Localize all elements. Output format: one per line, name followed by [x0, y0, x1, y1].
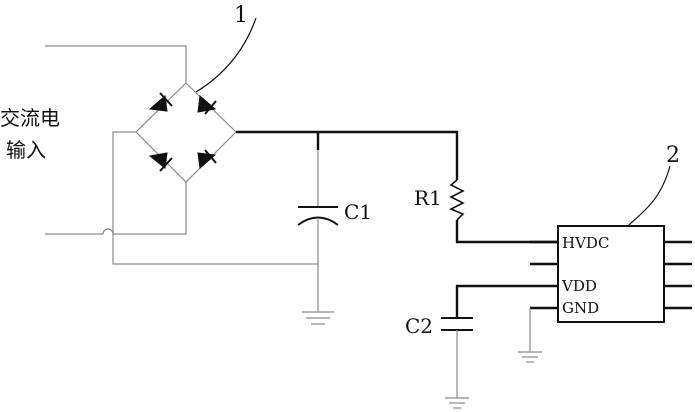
dc-positive-rail: [236, 130, 459, 180]
capacitor-c1: [297, 150, 339, 312]
diode-top-left-icon: [148, 92, 173, 112]
r1-label: R1: [414, 186, 442, 210]
diode-top-right-icon: [197, 95, 217, 115]
ac-input-wires: [45, 45, 187, 235]
pin-label-gnd: GND: [562, 299, 599, 317]
c2-label: C2: [405, 314, 433, 338]
rectifier-bridge: [135, 82, 237, 183]
diode-bottom-right-icon: [197, 149, 217, 169]
ground-return-wire: [112, 131, 318, 265]
ground-chip-icon: [518, 351, 542, 363]
capacitor-c2: [441, 317, 473, 398]
bridge-leader-line: [195, 17, 257, 93]
chip-leader-line: [627, 165, 671, 227]
chip-ic-body: [557, 225, 665, 323]
diode-bottom-left-icon: [148, 152, 173, 172]
ground-c1-icon: [302, 311, 334, 325]
hvdc-wire: [455, 220, 558, 244]
chip-ref-label: 2: [666, 143, 680, 168]
ac-input-label-line2: 输入: [6, 138, 46, 162]
pin-label-vdd: VDD: [561, 277, 597, 295]
pin-label-hvdc: HVDC: [562, 234, 609, 252]
resistor-r1-icon: [449, 179, 465, 221]
ac-input-label-line1: 交流电: [0, 106, 60, 130]
ground-c2-icon: [445, 397, 469, 409]
bridge-ref-label: 1: [234, 3, 248, 28]
c1-label: C1: [344, 200, 372, 224]
vdd-wire: [455, 284, 530, 318]
